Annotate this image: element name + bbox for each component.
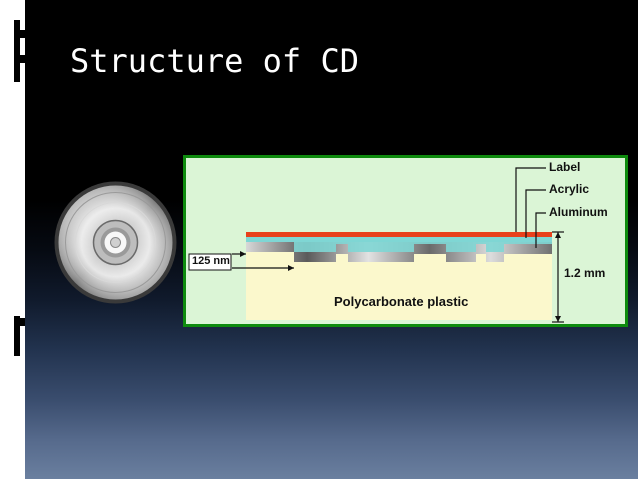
left-edge-panel — [0, 0, 25, 479]
label-leader-line — [515, 167, 546, 232]
thickness-text: 1.2 mm — [564, 266, 606, 280]
aluminum-leader-line — [535, 212, 546, 248]
label-layer-text: Label — [549, 160, 581, 174]
pit-depth-text: 125 nm — [192, 255, 230, 267]
cd-cross-section-diagram: Label Acrylic Aluminum 125 nm 1.2 mm Pol… — [183, 155, 628, 327]
left-edge-notch — [20, 30, 25, 38]
polycarbonate-text: Polycarbonate plastic — [334, 294, 469, 309]
compact-disc-icon — [54, 181, 177, 304]
left-edge-stripe — [14, 20, 20, 82]
aluminum-layer-text: Aluminum — [549, 205, 608, 219]
label-layer — [246, 232, 552, 237]
diagram-background: Label Acrylic Aluminum 125 nm 1.2 mm Pol… — [186, 158, 625, 324]
left-edge-stripe — [14, 316, 20, 356]
left-edge-notch — [20, 55, 25, 63]
acrylic-layer-text: Acrylic — [549, 182, 590, 196]
slide-title: Structure of CD — [70, 42, 359, 80]
left-edge-notch — [20, 318, 25, 326]
left-edge-stripe — [14, 82, 20, 316]
acrylic-leader-line — [525, 189, 546, 238]
pit-depth-box — [188, 253, 232, 271]
acrylic-layer — [246, 236, 552, 242]
cross-section-drawing — [188, 167, 564, 323]
